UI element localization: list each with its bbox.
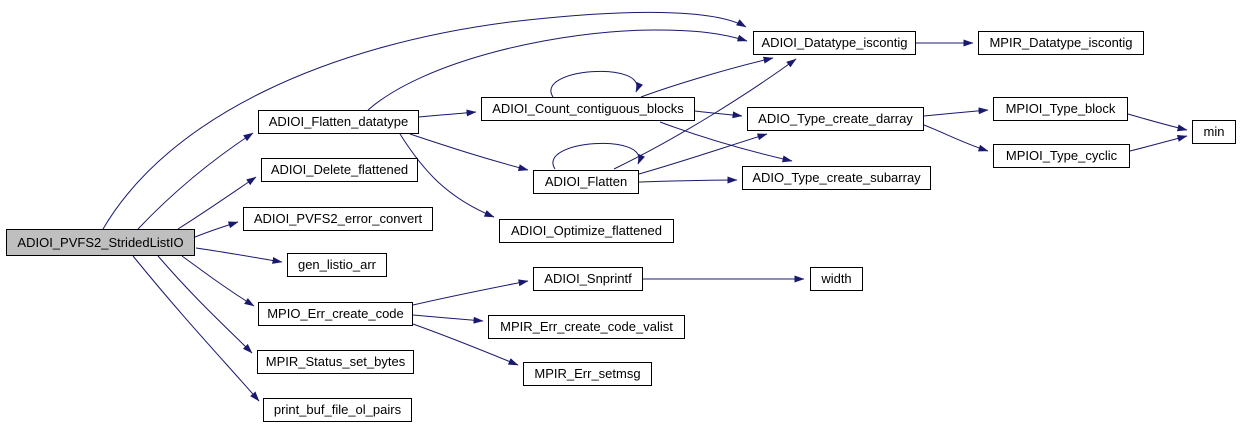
node-adioi-pvfs2-error-convert[interactable]: ADIOI_PVFS2_error_convert: [243, 207, 433, 231]
edge-mpioi-type-block-to-min: [1127, 113, 1188, 132]
edge-count-contiguous-blocks-self-loop: [550, 70, 643, 98]
node-adioi-optimize-flattened[interactable]: ADIOI_Optimize_flattened: [499, 219, 674, 243]
node-print-buf-file-ol-pairs[interactable]: print_buf_file_ol_pairs: [263, 398, 412, 422]
edge-flatten-datatype-to-optimize-flattened: [399, 133, 495, 218]
edge-type-create-darray-to-mpioi-type-cyclic: [923, 124, 989, 152]
edge-flatten-self-loop: [552, 142, 645, 170]
edge-flatten-to-type-create-darray: [638, 133, 768, 175]
node-adio-type-create-darray[interactable]: ADIO_Type_create_darray: [747, 107, 924, 131]
node-adio-type-create-subarray[interactable]: ADIO_Type_create_subarray: [742, 166, 931, 190]
edge-root-to-flatten-datatype: [137, 132, 254, 230]
edge-mpio-err-create-code-to-snprintf: [412, 279, 529, 306]
edge-root-to-datatype-iscontig: [102, 11, 747, 230]
node-adioi-delete-flattened[interactable]: ADIOI_Delete_flattened: [261, 158, 418, 182]
node-adioi-count-contiguous-blocks[interactable]: ADIOI_Count_contiguous_blocks: [481, 97, 695, 121]
node-adioi-flatten[interactable]: ADIOI_Flatten: [533, 170, 639, 194]
node-width[interactable]: width: [810, 267, 863, 291]
node-adioi-flatten-datatype[interactable]: ADIOI_Flatten_datatype: [258, 110, 419, 134]
edge-mpioi-type-cyclic-to-min: [1129, 135, 1188, 152]
edge-root-to-mpir-status-set-bytes: [157, 255, 253, 354]
node-adioi-datatype-iscontig[interactable]: ADIOI_Datatype_iscontig: [753, 31, 916, 55]
node-adioi-snprintf[interactable]: ADIOI_Snprintf: [533, 267, 643, 291]
edge-count-contiguous-blocks-to-type-create-darray: [694, 110, 743, 119]
edge-flatten-datatype-to-datatype-iscontig: [367, 29, 748, 111]
edge-root-to-delete-flattened: [177, 176, 257, 230]
edge-root-to-print-buf-file-ol-pairs: [132, 255, 260, 402]
node-mpir-datatype-iscontig[interactable]: MPIR_Datatype_iscontig: [978, 31, 1144, 55]
node-mpioi-type-cyclic[interactable]: MPIOI_Type_cyclic: [993, 144, 1130, 168]
edge-flatten-to-datatype-iscontig: [613, 58, 797, 170]
edge-root-to-gen-listio-arr: [195, 247, 283, 264]
edge-mpio-err-create-code-to-err-create-code-valist: [412, 314, 484, 324]
edge-count-contiguous-blocks-to-datatype-iscontig: [640, 56, 774, 98]
node-min[interactable]: min: [1192, 120, 1236, 144]
edge-mpio-err-create-code-to-err-setmsg: [412, 323, 519, 366]
node-gen-listio-arr[interactable]: gen_listio_arr: [287, 253, 387, 277]
edge-root-to-mpio-err-create-code: [181, 255, 255, 307]
node-mpioi-type-block[interactable]: MPIOI_Type_block: [993, 97, 1128, 121]
node-mpir-status-set-bytes[interactable]: MPIR_Status_set_bytes: [257, 350, 414, 374]
node-mpir-err-setmsg[interactable]: MPIR_Err_setmsg: [523, 362, 652, 386]
edge-flatten-datatype-to-count-contiguous-blocks: [418, 109, 477, 118]
edge-flatten-datatype-to-flatten: [409, 133, 529, 171]
node-adioi-pvfs2-stridedlistio: ADIOI_PVFS2_StridedListIO: [6, 229, 195, 256]
edge-flatten-to-type-create-subarray: [638, 176, 738, 184]
edge-root-to-pvfs2-error-convert: [194, 221, 239, 238]
edge-type-create-darray-to-mpioi-type-block: [923, 107, 989, 117]
node-mpio-err-create-code[interactable]: MPIO_Err_create_code: [258, 302, 413, 326]
edge-count-contiguous-blocks-to-type-create-subarray: [659, 121, 793, 163]
node-mpir-err-create-code-valist[interactable]: MPIR_Err_create_code_valist: [488, 315, 685, 339]
